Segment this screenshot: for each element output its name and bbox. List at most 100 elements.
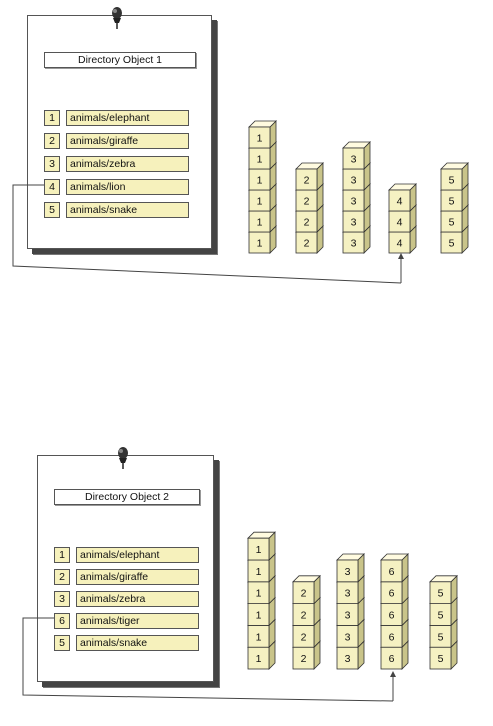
block: 5 bbox=[440, 162, 469, 191]
block-label: 5 bbox=[438, 610, 444, 622]
block-label: 6 bbox=[389, 610, 395, 622]
block-label: 1 bbox=[256, 653, 262, 665]
directory-title: Directory Object 1 bbox=[44, 52, 196, 68]
block-label: 2 bbox=[304, 196, 310, 208]
entry-list: 1 animals/elephant 2 animals/giraffe 3 a… bbox=[44, 110, 204, 220]
block-label: 1 bbox=[256, 631, 262, 643]
block-front bbox=[429, 581, 452, 605]
block-front bbox=[248, 126, 271, 149]
entry-path: animals/snake bbox=[66, 202, 189, 218]
block-label: 2 bbox=[304, 238, 310, 250]
directory-title: Directory Object 2 bbox=[54, 489, 200, 505]
entry-path: animals/snake bbox=[76, 635, 199, 651]
block-label: 2 bbox=[301, 588, 307, 600]
block-label: 5 bbox=[438, 631, 444, 643]
pushpin-icon bbox=[118, 447, 128, 469]
block-stack: 5 5 5 5 bbox=[429, 574, 458, 670]
entry-number: 5 bbox=[44, 202, 60, 218]
block-stack: 2 2 2 2 bbox=[295, 162, 324, 254]
block-label: 3 bbox=[345, 610, 351, 622]
block-front bbox=[295, 168, 318, 191]
block: 3 bbox=[336, 553, 365, 583]
entry-path: animals/elephant bbox=[66, 110, 189, 126]
directory-sheet-1: Directory Object 1 1 animals/elephant 2 … bbox=[27, 15, 212, 249]
directory-diagram-2: Directory Object 2 1 animals/elephant 2 … bbox=[0, 445, 493, 726]
block-label: 3 bbox=[351, 238, 357, 250]
block-label: 3 bbox=[345, 566, 351, 578]
entry-path: animals/giraffe bbox=[66, 133, 189, 149]
block-label: 3 bbox=[351, 154, 357, 166]
block-label: 1 bbox=[257, 196, 263, 208]
block: 2 bbox=[292, 574, 321, 605]
block-front bbox=[388, 189, 411, 212]
block: 1 bbox=[247, 531, 276, 561]
entry-path: animals/tiger bbox=[76, 613, 199, 629]
block-front bbox=[380, 559, 403, 583]
directory-sheet-2: Directory Object 2 1 animals/elephant 2 … bbox=[37, 455, 214, 682]
block-label: 3 bbox=[351, 217, 357, 229]
block-front bbox=[247, 537, 270, 561]
block-front bbox=[440, 168, 463, 191]
block-front bbox=[292, 581, 315, 605]
entry-number: 4 bbox=[44, 179, 60, 195]
block: 4 bbox=[388, 183, 417, 212]
block-label: 1 bbox=[257, 154, 263, 166]
block-label: 1 bbox=[257, 238, 263, 250]
block-stack: 2 2 2 2 bbox=[292, 574, 321, 670]
entry-number: 2 bbox=[54, 569, 70, 585]
block-label: 3 bbox=[345, 653, 351, 665]
block-label: 5 bbox=[449, 238, 455, 250]
block-stack: 3 3 3 3 3 bbox=[336, 553, 365, 670]
block-label: 1 bbox=[256, 588, 262, 600]
block-label: 2 bbox=[301, 610, 307, 622]
block-front bbox=[336, 559, 359, 583]
block-stack: 1 1 1 1 1 1 bbox=[247, 531, 276, 670]
entry-path: animals/zebra bbox=[66, 156, 189, 172]
block-label: 2 bbox=[304, 175, 310, 187]
block-label: 1 bbox=[256, 544, 262, 556]
entry-number: 1 bbox=[44, 110, 60, 126]
block: 1 bbox=[248, 120, 277, 149]
block-stack: 4 4 4 bbox=[388, 183, 417, 254]
block-label: 4 bbox=[397, 217, 403, 229]
entry-path: animals/zebra bbox=[76, 591, 199, 607]
block-label: 3 bbox=[345, 588, 351, 600]
entry-number: 2 bbox=[44, 133, 60, 149]
link-connector bbox=[22, 617, 394, 702]
block-label: 3 bbox=[351, 196, 357, 208]
block-front bbox=[342, 147, 365, 170]
block-label: 1 bbox=[257, 217, 263, 229]
block-label: 4 bbox=[397, 238, 403, 250]
entry-list: 1 animals/elephant 2 animals/giraffe 3 a… bbox=[54, 547, 210, 657]
block-label: 3 bbox=[345, 631, 351, 643]
entry-number: 3 bbox=[54, 591, 70, 607]
block-label: 5 bbox=[438, 588, 444, 600]
block: 5 bbox=[429, 574, 458, 605]
block-label: 5 bbox=[449, 196, 455, 208]
arrowhead-icon bbox=[390, 671, 396, 677]
block-label: 2 bbox=[301, 631, 307, 643]
entry-number: 3 bbox=[44, 156, 60, 172]
block-label: 5 bbox=[438, 653, 444, 665]
block-label: 2 bbox=[301, 653, 307, 665]
entry-path: animals/lion bbox=[66, 179, 189, 195]
block-label: 5 bbox=[449, 175, 455, 187]
block-label: 6 bbox=[389, 653, 395, 665]
entry-number: 5 bbox=[54, 635, 70, 651]
block: 3 bbox=[342, 225, 371, 254]
link-connector bbox=[12, 184, 402, 284]
entry-path: animals/giraffe bbox=[76, 569, 199, 585]
block-label: 2 bbox=[304, 217, 310, 229]
block-label: 6 bbox=[389, 631, 395, 643]
pushpin-icon bbox=[112, 7, 122, 29]
block-label: 4 bbox=[397, 196, 403, 208]
entry-path: animals/elephant bbox=[76, 547, 199, 563]
block-label: 1 bbox=[256, 566, 262, 578]
block-label: 1 bbox=[256, 610, 262, 622]
block-label: 6 bbox=[389, 566, 395, 578]
